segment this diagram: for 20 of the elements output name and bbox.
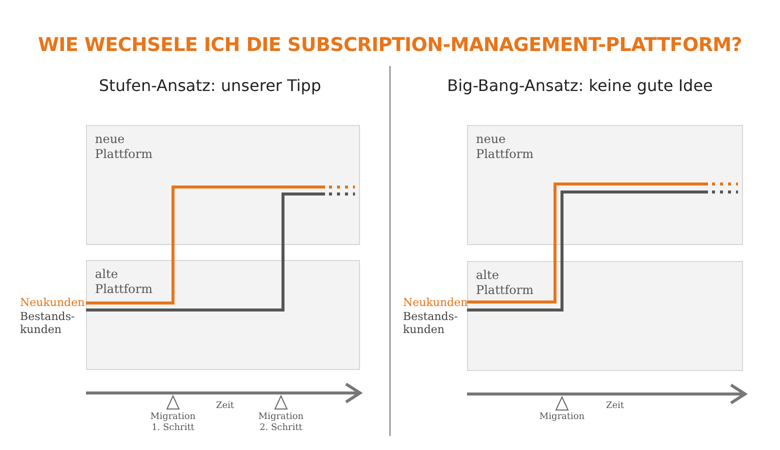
platform-panel xyxy=(86,260,360,370)
panel-label: neue Plattform xyxy=(476,132,534,162)
title: WIE WECHSELE ICH DIE SUBSCRIPTION-MANAGEMENT-PLATTFORM? xyxy=(37,34,743,56)
platform-panel xyxy=(467,261,743,371)
section-heading: Big-Bang-Ansatz: keine gute Idee xyxy=(446,76,714,95)
milestone-label: Migration xyxy=(538,412,586,423)
panel-label: neue Plattform xyxy=(95,132,154,162)
panel-label: alte Plattform xyxy=(95,267,154,297)
line-label: Neukunden xyxy=(403,296,469,309)
line-label: Neukunden xyxy=(20,296,86,309)
panel-label: alte Plattform xyxy=(476,268,534,298)
line-label: Bestands- kunden xyxy=(20,310,76,336)
section-heading: Stufen-Ansatz: unserer Tipp xyxy=(98,76,322,95)
milestone-label: Migration 2. Schritt xyxy=(257,412,305,434)
axis-label: Zeit xyxy=(604,401,626,412)
line-label: Bestands- kunden xyxy=(403,310,459,336)
platform-panel xyxy=(86,125,360,245)
platform-panel xyxy=(467,125,743,245)
milestone-label: Migration 1. Schritt xyxy=(149,412,197,434)
axis-label: Zeit xyxy=(214,401,236,412)
